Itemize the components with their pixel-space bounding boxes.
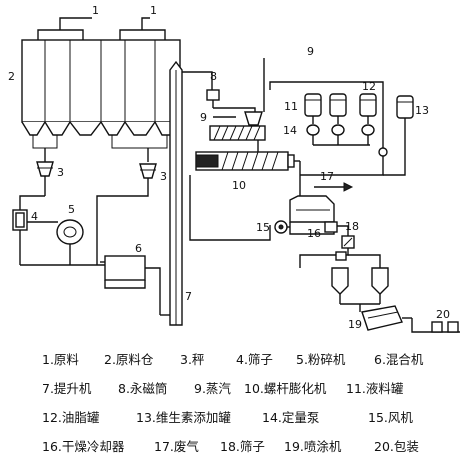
fan-15 <box>274 220 290 234</box>
raw-material-silo <box>21 17 181 162</box>
extruder-10 <box>195 111 301 178</box>
legend-item: 20.包装 <box>374 439 419 454</box>
grinder-5 <box>27 219 84 265</box>
legend-item: 6.混合机 <box>374 352 424 367</box>
legend-item: 7.提升机 <box>42 381 92 396</box>
grease-tank-12 <box>329 93 347 145</box>
label-9-left: 9 <box>200 111 207 124</box>
legend-item: 13.维生素添加罐 <box>136 410 231 425</box>
vitamin-line <box>383 150 406 176</box>
vitamin-tank-13 <box>396 95 414 150</box>
legend-item: 4.筛子 <box>236 352 273 367</box>
label-1-left: 1 <box>92 4 99 17</box>
label-18: 18 <box>345 220 359 233</box>
label-20: 20 <box>436 308 450 321</box>
scale-left <box>36 161 54 196</box>
coater-19 <box>359 304 412 331</box>
label-13: 13 <box>415 104 429 117</box>
legend-item: 5.粉碎机 <box>296 352 346 367</box>
liquid-tank-11 <box>304 93 322 145</box>
label-16: 16 <box>307 227 321 240</box>
coating-hoppers <box>299 248 389 305</box>
legend-item: 12.油脂罐 <box>42 410 100 425</box>
label-11: 11 <box>284 100 298 113</box>
exhaust-17 <box>314 182 354 192</box>
label-19: 19 <box>348 318 362 331</box>
label-9-top: 9 <box>307 45 314 58</box>
label-7: 7 <box>185 290 192 303</box>
label-12: 12 <box>362 80 376 93</box>
legend-row: 16.干燥冷却器 17.废气 18.筛子 19.喷涂机 20.包装 <box>0 436 469 458</box>
label-14: 14 <box>283 124 297 137</box>
label-3-left: 3 <box>57 166 64 179</box>
liquid-return <box>300 156 384 176</box>
legend-item: 1.原料 <box>42 352 79 367</box>
legend-item: 3.秤 <box>180 352 205 367</box>
legend-item: 2.原料仓 <box>104 352 154 367</box>
legend-item: 11.液料罐 <box>346 381 404 396</box>
legend-item: 17.废气 <box>154 439 199 454</box>
legend-item: 8.永磁筒 <box>118 381 168 396</box>
legend-item: 19.喷涂机 <box>284 439 342 454</box>
elevator-7 <box>160 60 213 326</box>
dryer-cooler-16 <box>289 178 338 235</box>
packing-20 <box>411 318 460 333</box>
oil-tank-12 <box>359 93 377 145</box>
valve-13 <box>378 147 388 157</box>
process-flow-diagram: 1 1 2 3 3 4 5 6 <box>8 4 460 333</box>
legend-item: 18.筛子 <box>220 439 265 454</box>
label-17: 17 <box>320 170 334 183</box>
label-10: 10 <box>232 179 246 192</box>
label-3-right: 3 <box>160 170 167 183</box>
label-4: 4 <box>31 210 38 223</box>
legend-item: 9.蒸汽 <box>194 381 231 396</box>
legend-item: 10.螺杆膨化机 <box>244 381 327 396</box>
legend-item: 14.定量泵 <box>262 410 320 425</box>
label-15: 15 <box>256 221 270 234</box>
label-8: 8 <box>210 70 217 83</box>
label-5: 5 <box>68 203 75 216</box>
label-2: 2 <box>8 70 15 83</box>
sieve-18 <box>337 225 355 249</box>
legend-row: 7.提升机 8.永磁筒 9.蒸汽 10.螺杆膨化机 11.液料罐 <box>0 378 469 400</box>
legend-row: 1.原料 2.原料仓 3.秤 4.筛子 5.粉碎机 6.混合机 <box>0 349 469 371</box>
legend-row: 12.油脂罐 13.维生素添加罐 14.定量泵 15.风机 <box>0 407 469 429</box>
scale-right <box>96 163 157 265</box>
label-1-right: 1 <box>150 4 157 17</box>
grease-header <box>269 81 384 148</box>
legend: 1.原料 2.原料仓 3.秤 4.筛子 5.粉碎机 6.混合机 7.提升机 8.… <box>0 345 469 457</box>
recycle-line <box>189 175 271 241</box>
label-6: 6 <box>135 242 142 255</box>
mixer-6 <box>100 255 161 315</box>
legend-item: 15.风机 <box>368 410 413 425</box>
sieve-4 <box>12 195 45 265</box>
legend-item: 16.干燥冷却器 <box>42 439 125 454</box>
